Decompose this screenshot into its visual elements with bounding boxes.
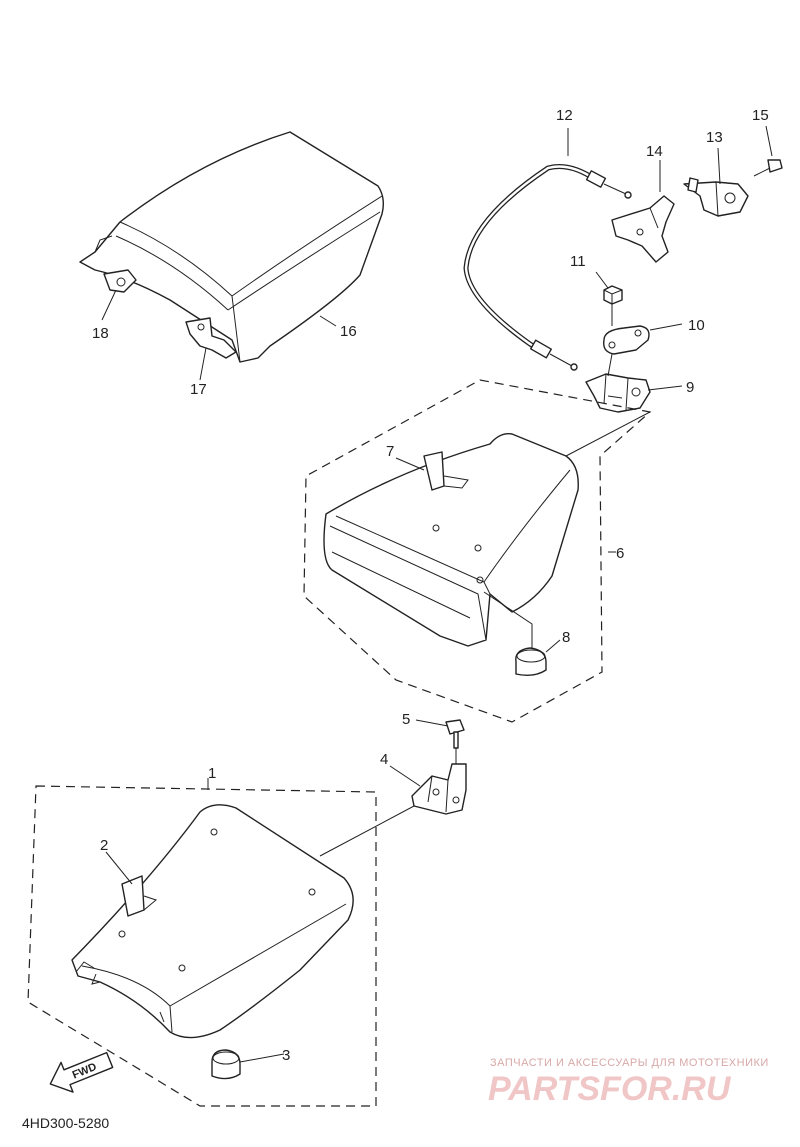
lock-nut[interactable] bbox=[603, 285, 623, 305]
callout-14: 14 bbox=[646, 143, 663, 160]
callout-13: 13 bbox=[706, 129, 723, 146]
callout-6: 6 bbox=[616, 545, 624, 562]
callout-8: 8 bbox=[562, 629, 570, 646]
front-seat-damper[interactable] bbox=[211, 1049, 241, 1080]
watermark-tagline: ЗАПЧАСТИ И АКСЕССУАРЫ ДЛЯ МОТОТЕХНИКИ bbox=[490, 1057, 769, 1069]
callout-5: 5 bbox=[402, 711, 410, 728]
front-seat-group-outline bbox=[27, 785, 377, 1107]
key-cylinder[interactable] bbox=[683, 177, 749, 217]
drawing-code: 4HD300-5280 bbox=[22, 1115, 109, 1131]
front-seat-assembly[interactable] bbox=[71, 804, 354, 1039]
seat-lock-cable[interactable] bbox=[463, 164, 632, 371]
callout-7: 7 bbox=[386, 443, 394, 460]
seat-bracket[interactable] bbox=[411, 763, 467, 815]
callout-4: 4 bbox=[380, 751, 388, 768]
rear-seat-damper[interactable] bbox=[515, 647, 547, 677]
rear-seat-group-outline bbox=[303, 379, 652, 723]
callout-17: 17 bbox=[190, 381, 207, 398]
callout-15: 15 bbox=[752, 107, 769, 124]
bracket-bolt[interactable] bbox=[445, 719, 465, 749]
watermark: ЗАПЧАСТИ И АКСЕССУАРЫ ДЛЯ МОТОТЕХНИКИ PA… bbox=[488, 1057, 769, 1108]
callout-3: 3 bbox=[282, 1047, 290, 1064]
callout-1: 1 bbox=[208, 765, 216, 782]
seat-cowl[interactable] bbox=[79, 131, 385, 363]
callout-11: 11 bbox=[570, 253, 586, 270]
fwd-arrow-icon: FWD bbox=[49, 1051, 114, 1093]
lock-bracket[interactable] bbox=[611, 195, 675, 263]
callout-numbers: 1 2 3 4 5 6 7 8 9 10 11 12 13 14 15 16 1… bbox=[92, 107, 769, 1064]
lock-plate[interactable] bbox=[603, 325, 650, 355]
rear-seat-tab[interactable] bbox=[423, 451, 469, 491]
callout-2: 2 bbox=[100, 837, 108, 854]
rear-seat-assembly[interactable] bbox=[323, 433, 579, 647]
leader-lines bbox=[101, 125, 773, 1063]
cowl-clip[interactable] bbox=[103, 269, 137, 293]
callout-16: 16 bbox=[340, 323, 357, 340]
cowl-bracket[interactable] bbox=[185, 317, 237, 359]
callout-18: 18 bbox=[92, 325, 109, 342]
callout-12: 12 bbox=[556, 107, 573, 124]
callout-10: 10 bbox=[688, 317, 705, 334]
watermark-brand: PARTSFOR.RU bbox=[488, 1070, 732, 1108]
callout-9: 9 bbox=[686, 379, 694, 396]
lock-screw[interactable] bbox=[753, 159, 783, 177]
front-seat-tab[interactable] bbox=[121, 875, 158, 917]
